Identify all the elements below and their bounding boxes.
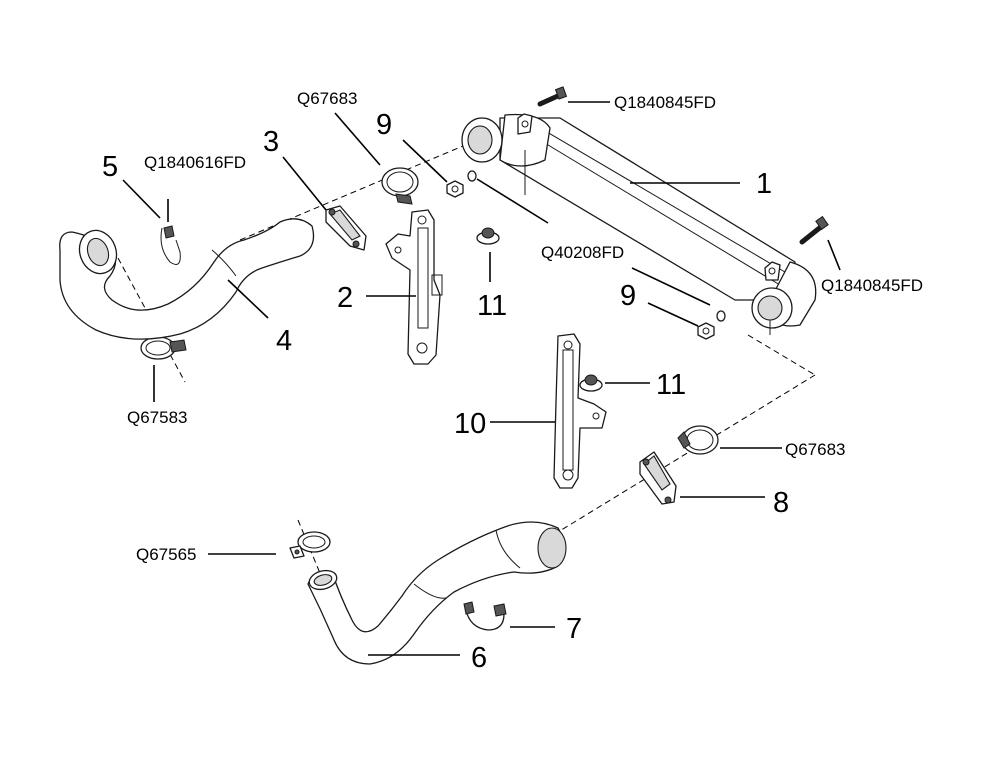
code-washer: Q40208FD [541, 243, 624, 262]
code-screw-hose-4: Q1840616FD [144, 153, 246, 172]
nut-9-bottom [697, 310, 726, 340]
hose-part-4 [59, 218, 315, 340]
code-clamp-hose-4: Q67583 [127, 408, 188, 427]
mount-part-3 [325, 205, 367, 251]
callout-numbers: 1 2 3 4 5 6 7 8 9 9 10 11 11 [102, 109, 789, 674]
code-clamp-hose-6: Q67565 [136, 545, 197, 564]
callout-4: 4 [276, 325, 292, 357]
code-bolt-right: Q1840845FD [821, 276, 923, 295]
mount-part-8 [639, 451, 677, 505]
callout-3: 3 [263, 126, 279, 158]
callout-10: 10 [454, 408, 486, 440]
callout-6: 6 [471, 642, 487, 674]
callout-9-top: 9 [376, 109, 392, 141]
callout-11-top: 11 [477, 290, 507, 322]
code-bolt-top: Q1840845FD [614, 93, 716, 112]
clip-q67565 [289, 545, 305, 559]
nut-9-top [446, 170, 477, 198]
clamp-part-7 [463, 601, 507, 631]
part-code-labels: Q1840845FD Q1840845FD Q67683 Q67683 Q184… [127, 89, 923, 564]
bracket-part-2 [385, 209, 443, 365]
callout-9-bottom: 9 [620, 280, 636, 312]
clamp-right [677, 425, 719, 455]
clip-11-top [476, 227, 500, 245]
bolt-right [799, 215, 829, 245]
clamp-hose-4 [140, 336, 187, 360]
callout-5: 5 [102, 151, 118, 183]
code-clamp-right: Q67683 [785, 440, 846, 459]
code-clamp-top: Q67683 [297, 89, 358, 108]
assembly-dashed-lines [117, 142, 816, 579]
callout-8: 8 [773, 487, 789, 519]
hose-part-6 [307, 521, 567, 665]
intercooler-part-1 [461, 113, 817, 335]
callout-2: 2 [337, 282, 353, 314]
callout-1: 1 [756, 168, 772, 200]
clip-11-right [579, 374, 603, 392]
clamp-hose-6 [297, 531, 331, 553]
bolt-top [537, 86, 568, 107]
clamp-top [381, 167, 419, 205]
callout-7: 7 [566, 613, 582, 645]
wire-part-5 [160, 225, 181, 265]
leader-lines [122, 101, 841, 656]
callout-11-right: 11 [656, 369, 686, 401]
bracket-part-10 [553, 333, 607, 489]
